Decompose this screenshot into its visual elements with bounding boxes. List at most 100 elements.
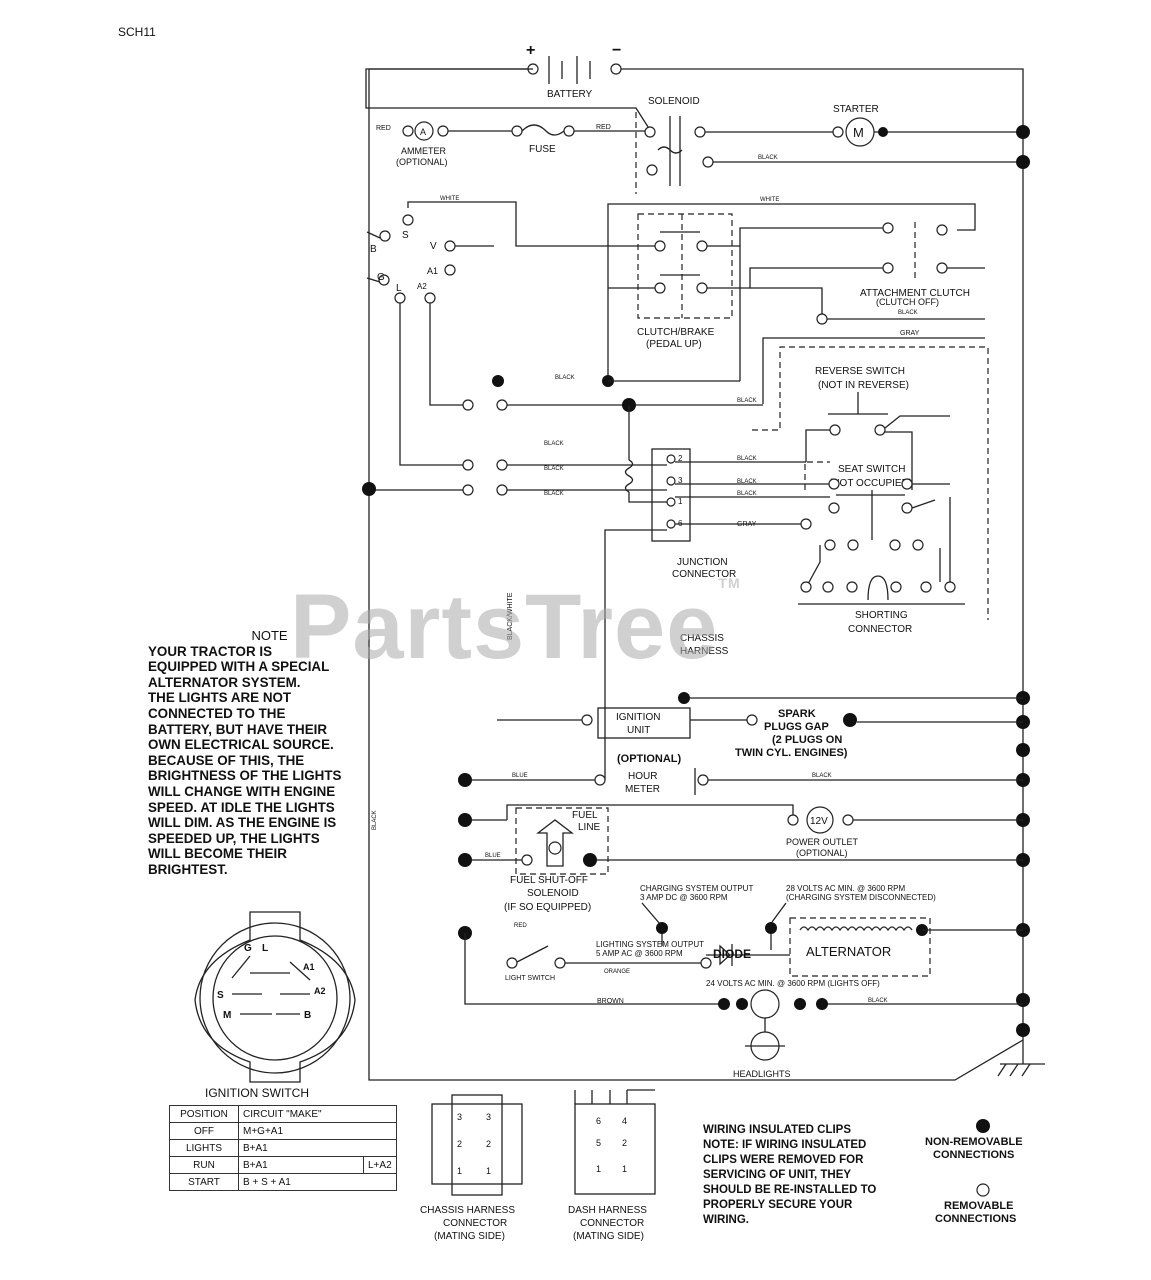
face-terminal-a2: A2: [314, 986, 326, 996]
junction-pin-2: 2: [678, 454, 683, 463]
volts24-label: 24 VOLTS AC MIN. @ 3600 RPM (LIGHTS OFF): [706, 979, 880, 988]
dash-pin-2: 2: [622, 1138, 627, 1148]
junction-label: JUNCTION: [677, 557, 728, 568]
dash-pin-5: 5: [596, 1138, 601, 1148]
wire-color-red: RED: [376, 125, 391, 132]
ammeter-fuse-line: RED A RED AMMETER (OPTIONAL) FUSE: [376, 121, 645, 167]
lighting-l1: LIGHTING SYSTEM OUTPUT: [596, 940, 704, 949]
wire-color-red-3: RED: [514, 923, 527, 929]
white-wire-attach: [607, 203, 976, 288]
ignition-unit-sub: UNIT: [627, 725, 650, 736]
shorting-sub: CONNECTOR: [848, 624, 912, 635]
wire-color-black-6: BLACK: [544, 466, 564, 472]
wire-color-blue-1: BLUE: [512, 773, 528, 779]
hour-meter-l2: METER: [625, 784, 660, 795]
solenoid-label: SOLENOID: [648, 96, 700, 107]
dash-pin-1a: 1: [596, 1164, 601, 1174]
shorting-connector: SHORTING CONNECTOR: [798, 518, 965, 635]
dash-pin-1b: 1: [622, 1164, 627, 1174]
spark-l3: (2 PLUGS ON: [772, 734, 842, 746]
wire-color-black-9: BLACK: [737, 479, 757, 485]
wire-color-black-12: BLACK: [372, 810, 378, 830]
attachment-clutch-sub: (CLUTCH OFF): [876, 297, 939, 307]
ignition-switch-face: G L A1 A2 S M B IGNITION SWITCH: [194, 911, 356, 1100]
table-cell-position: LIGHTS: [169, 1139, 239, 1157]
power-outlet-symbol: 12V: [810, 816, 828, 827]
legend-nonremovable-l2: CONNECTIONS: [933, 1149, 1014, 1161]
table-header-position: POSITION: [169, 1105, 239, 1123]
table-row: LIGHTS B+A1: [169, 1139, 397, 1157]
ign-terminal-s: S: [402, 230, 409, 241]
starter-motor-symbol: M: [853, 125, 864, 140]
wire-color-black-3: BLACK: [737, 398, 757, 404]
chassis-pin-3b: 3: [486, 1112, 491, 1122]
wire-color-blue-2: BLUE: [485, 853, 501, 859]
headlights-label: HEADLIGHTS: [733, 1069, 791, 1079]
wire-color-white-1: WHITE: [440, 196, 459, 202]
clutch-brake-switch: CLUTCH/BRAKE (PEDAL UP): [637, 213, 733, 350]
alternator-label: ALTERNATOR: [806, 944, 891, 959]
wire-color-gray-1: GRAY: [900, 330, 920, 337]
solenoid: SOLENOID: [635, 96, 714, 194]
wire-color-black-11: BLACK: [812, 773, 832, 779]
chassis-connector-l3: (MATING SIDE): [434, 1231, 505, 1242]
attachment-clutch-label: ATTACHMENT CLUTCH: [860, 288, 970, 299]
wire-color-black-5: BLACK: [544, 441, 564, 447]
chassis-harness-sub: HARNESS: [680, 646, 729, 657]
shorting-label: SHORTING: [855, 610, 908, 621]
table-header-circuit: CIRCUIT "MAKE": [238, 1105, 397, 1123]
starter-label: STARTER: [833, 104, 879, 115]
fuel-solenoid-l2: SOLENOID: [527, 888, 579, 899]
note-title: NOTE: [251, 628, 288, 643]
fuel-solenoid: BLUE FUEL SHUT-OFF SOLENOID (IF SO EQUIP…: [458, 853, 1023, 913]
partstree-watermark: PartsTreeTM: [290, 575, 741, 680]
seat-switch: SEAT SWITCH (NOT OCCUPIED): [804, 461, 951, 582]
charging-l2: 3 AMP DC @ 3600 RPM: [640, 893, 728, 902]
watermark-tm: TM: [718, 575, 741, 591]
table-header-row: POSITION CIRCUIT "MAKE": [169, 1105, 397, 1123]
clips-note-l2: NOTE: IF WIRING INSULATED: [703, 1139, 866, 1151]
fuel-solenoid-l1: FUEL SHUT-OFF: [510, 875, 588, 886]
power-outlet-sub: (OPTIONAL): [796, 848, 848, 858]
clutch-brake-sub: (PEDAL UP): [646, 339, 702, 350]
light-switch-label: LIGHT SWITCH: [505, 975, 555, 982]
ign-terminal-b: B: [370, 244, 377, 255]
ignition-switch-schematic: WHITE B S V A1 A2 L G: [366, 196, 660, 304]
reverse-switch: REVERSE SWITCH (NOT IN REVERSE): [752, 346, 989, 620]
wire-color-white-2: WHITE: [760, 197, 779, 203]
junction-pin-3: 3: [678, 476, 683, 485]
battery: + − BATTERY: [526, 42, 622, 100]
wire-color-black-2: BLACK: [898, 310, 918, 316]
chassis-pin-2b: 2: [486, 1139, 491, 1149]
fuel-solenoid-l3: (IF SO EQUIPPED): [504, 902, 591, 913]
alternator-note: NOTE YOUR TRACTOR IS EQUIPPED WITH A SPE…: [148, 628, 363, 878]
chassis-connector-l2: CONNECTOR: [443, 1218, 507, 1229]
dash-connector-l3: (MATING SIDE): [573, 1231, 644, 1242]
charging-l1: CHARGING SYSTEM OUTPUT: [640, 884, 753, 893]
ignition-unit-label: IGNITION: [616, 712, 660, 723]
table-cell-circuit: B+A1: [238, 1156, 364, 1174]
legend-dot-icon: [976, 1119, 990, 1133]
ign-terminal-a2: A2: [417, 282, 427, 291]
fuse-label: FUSE: [529, 144, 556, 155]
chassis-connector-l1: CHASSIS HARNESS: [420, 1205, 515, 1216]
battery-plus-sign: +: [526, 42, 535, 59]
reverse-switch-label: REVERSE SWITCH: [815, 366, 905, 377]
legend-open-circle-icon: [976, 1183, 990, 1197]
power-outlet-label: POWER OUTLET: [786, 837, 859, 847]
clips-note-l7: WIRING.: [703, 1214, 749, 1226]
junction-pin-1: 1: [678, 497, 683, 506]
wire-color-gray-2: GRAY: [737, 521, 757, 528]
battery-label: BATTERY: [547, 89, 593, 100]
charging-system: CHARGING SYSTEM OUTPUT 3 AMP DC @ 3600 R…: [640, 884, 1023, 977]
headlights: BLACK HEADLIGHTS: [718, 989, 1023, 1079]
table-cell-extra: L+A2: [363, 1156, 397, 1174]
table-cell-circuit: M+G+A1: [238, 1122, 397, 1140]
ignition-position-table: POSITION CIRCUIT "MAKE" OFF M+G+A1 LIGHT…: [169, 1105, 397, 1191]
seat-switch-label: SEAT SWITCH: [838, 464, 905, 475]
ign-terminal-a1: A1: [427, 266, 438, 276]
wire-color-black-4: BLACK: [555, 375, 575, 381]
spark-plugs: SPARK PLUGS GAP (2 PLUGS ON TWIN CYL. EN…: [735, 708, 1023, 759]
chassis-harness-label: CHASSIS: [680, 633, 724, 644]
